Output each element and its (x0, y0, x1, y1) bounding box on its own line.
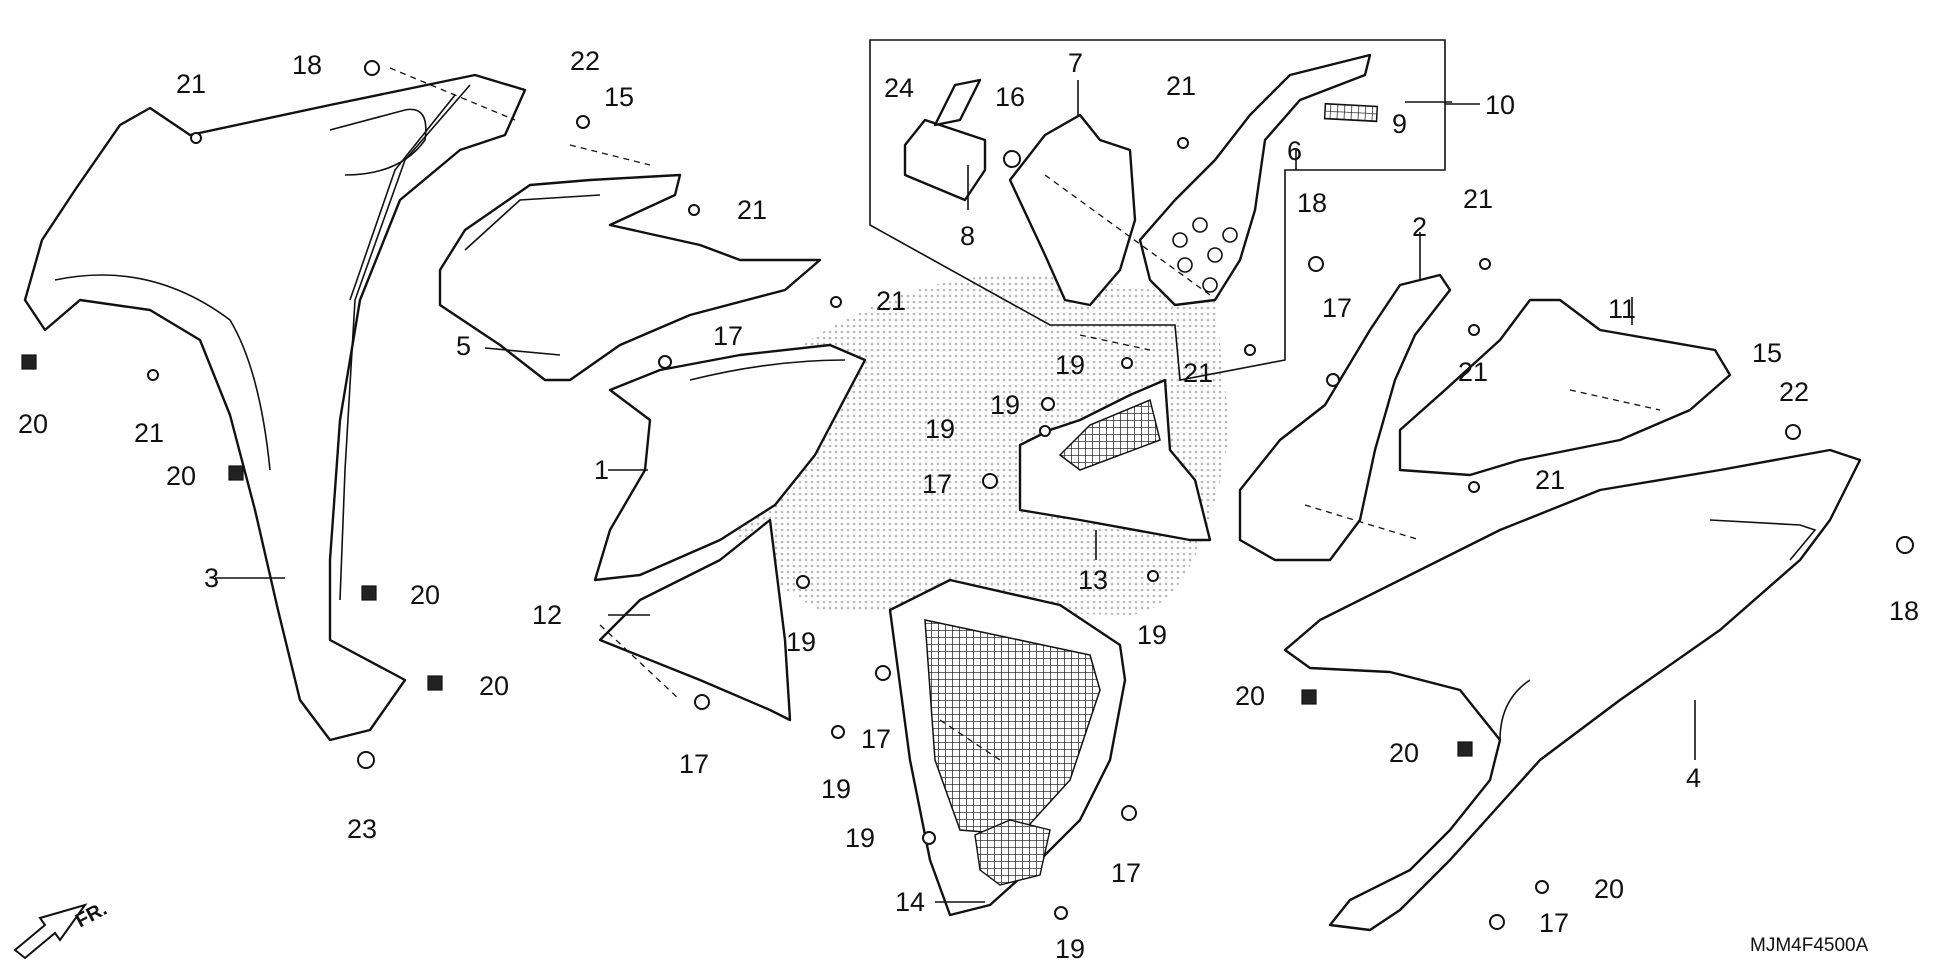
callout-21i: 21 (1535, 465, 1565, 495)
callout-19b: 19 (990, 390, 1020, 420)
callout-22b: 22 (1779, 377, 1809, 407)
callout-21f: 21 (1183, 358, 1213, 388)
callout-22a: 22 (570, 46, 600, 76)
part-12-lower-panel (598, 518, 792, 722)
part-5-inner-panel (438, 173, 822, 382)
callout-19h: 19 (1055, 934, 1085, 964)
part-24-label (933, 78, 982, 127)
callout-21h: 21 (1458, 357, 1488, 387)
callout-19a: 19 (1055, 350, 1085, 380)
callout-17e: 17 (861, 724, 891, 754)
front-label: FR. (72, 898, 111, 933)
callout-6: 6 (1287, 136, 1302, 166)
callout-17c: 17 (1322, 293, 1352, 323)
callout-9: 9 (1392, 109, 1407, 139)
part-6-bracket (1138, 53, 1372, 307)
group-10-box (869, 39, 1446, 381)
callout-11: 11 (1608, 294, 1636, 324)
callout-21a: 21 (176, 69, 206, 99)
part-3-left-cowl (23, 73, 527, 742)
part-1-middle-cowl (593, 343, 867, 582)
part-4-right-cowl (1283, 448, 1862, 932)
part-7-bracket (1008, 113, 1137, 307)
callout-15a: 15 (604, 82, 634, 112)
callout-20e: 20 (1235, 681, 1265, 711)
part-13-side-vent-panel (1018, 378, 1212, 542)
callout-labels: 1 2 3 4 5 6 7 8 9 10 11 12 13 14 15 15 1… (18, 46, 1919, 964)
callout-19c: 19 (925, 414, 955, 444)
callout-20b: 20 (166, 461, 196, 491)
callout-24: 24 (884, 73, 914, 103)
callout-17g: 17 (1539, 908, 1569, 938)
callout-21b: 21 (737, 195, 767, 225)
part-14-lower-grille (888, 578, 1127, 917)
callout-18c: 18 (1889, 596, 1919, 626)
callout-17b: 17 (922, 469, 952, 499)
callout-21d: 21 (134, 418, 164, 448)
fasteners (21, 60, 1914, 930)
callout-21e: 21 (1166, 71, 1196, 101)
callout-7: 7 (1068, 48, 1083, 78)
callout-19d: 19 (786, 627, 816, 657)
callout-10: 10 (1485, 90, 1515, 120)
callout-15b: 15 (1752, 338, 1782, 368)
callout-17f: 17 (1111, 858, 1141, 888)
callout-20d: 20 (479, 671, 509, 701)
callout-20g: 20 (1594, 874, 1624, 904)
callout-17d: 17 (679, 749, 709, 779)
callout-20a: 20 (18, 409, 48, 439)
callout-1: 1 (594, 455, 609, 485)
callout-21c: 21 (876, 286, 906, 316)
callout-8: 8 (960, 221, 975, 251)
callout-5: 5 (456, 331, 471, 361)
callout-19g: 19 (845, 823, 875, 853)
part-11-right-upper (1398, 298, 1732, 477)
callout-18a: 18 (292, 50, 322, 80)
callout-2: 2 (1412, 212, 1427, 242)
callout-21g: 21 (1463, 184, 1493, 214)
callout-13: 13 (1078, 565, 1108, 595)
callout-20f: 20 (1389, 738, 1419, 768)
diagram-code: MJM4F4500A (1750, 935, 1869, 956)
callout-12: 12 (532, 600, 562, 630)
front-arrow (13, 903, 88, 960)
callout-18b: 18 (1297, 188, 1327, 218)
leader-lines (215, 80, 1696, 903)
callout-14: 14 (895, 887, 925, 917)
callout-3: 3 (204, 563, 219, 593)
callout-19e: 19 (1137, 620, 1167, 650)
callout-20c: 20 (410, 580, 440, 610)
part-8-seal (903, 118, 987, 202)
callout-17a: 17 (713, 321, 743, 351)
callout-23: 23 (347, 814, 377, 844)
callout-19f: 19 (821, 774, 851, 804)
callout-4: 4 (1686, 763, 1701, 793)
assembly-lines (389, 67, 1661, 761)
part-9-pad (1323, 102, 1379, 123)
callout-16: 16 (995, 82, 1025, 112)
